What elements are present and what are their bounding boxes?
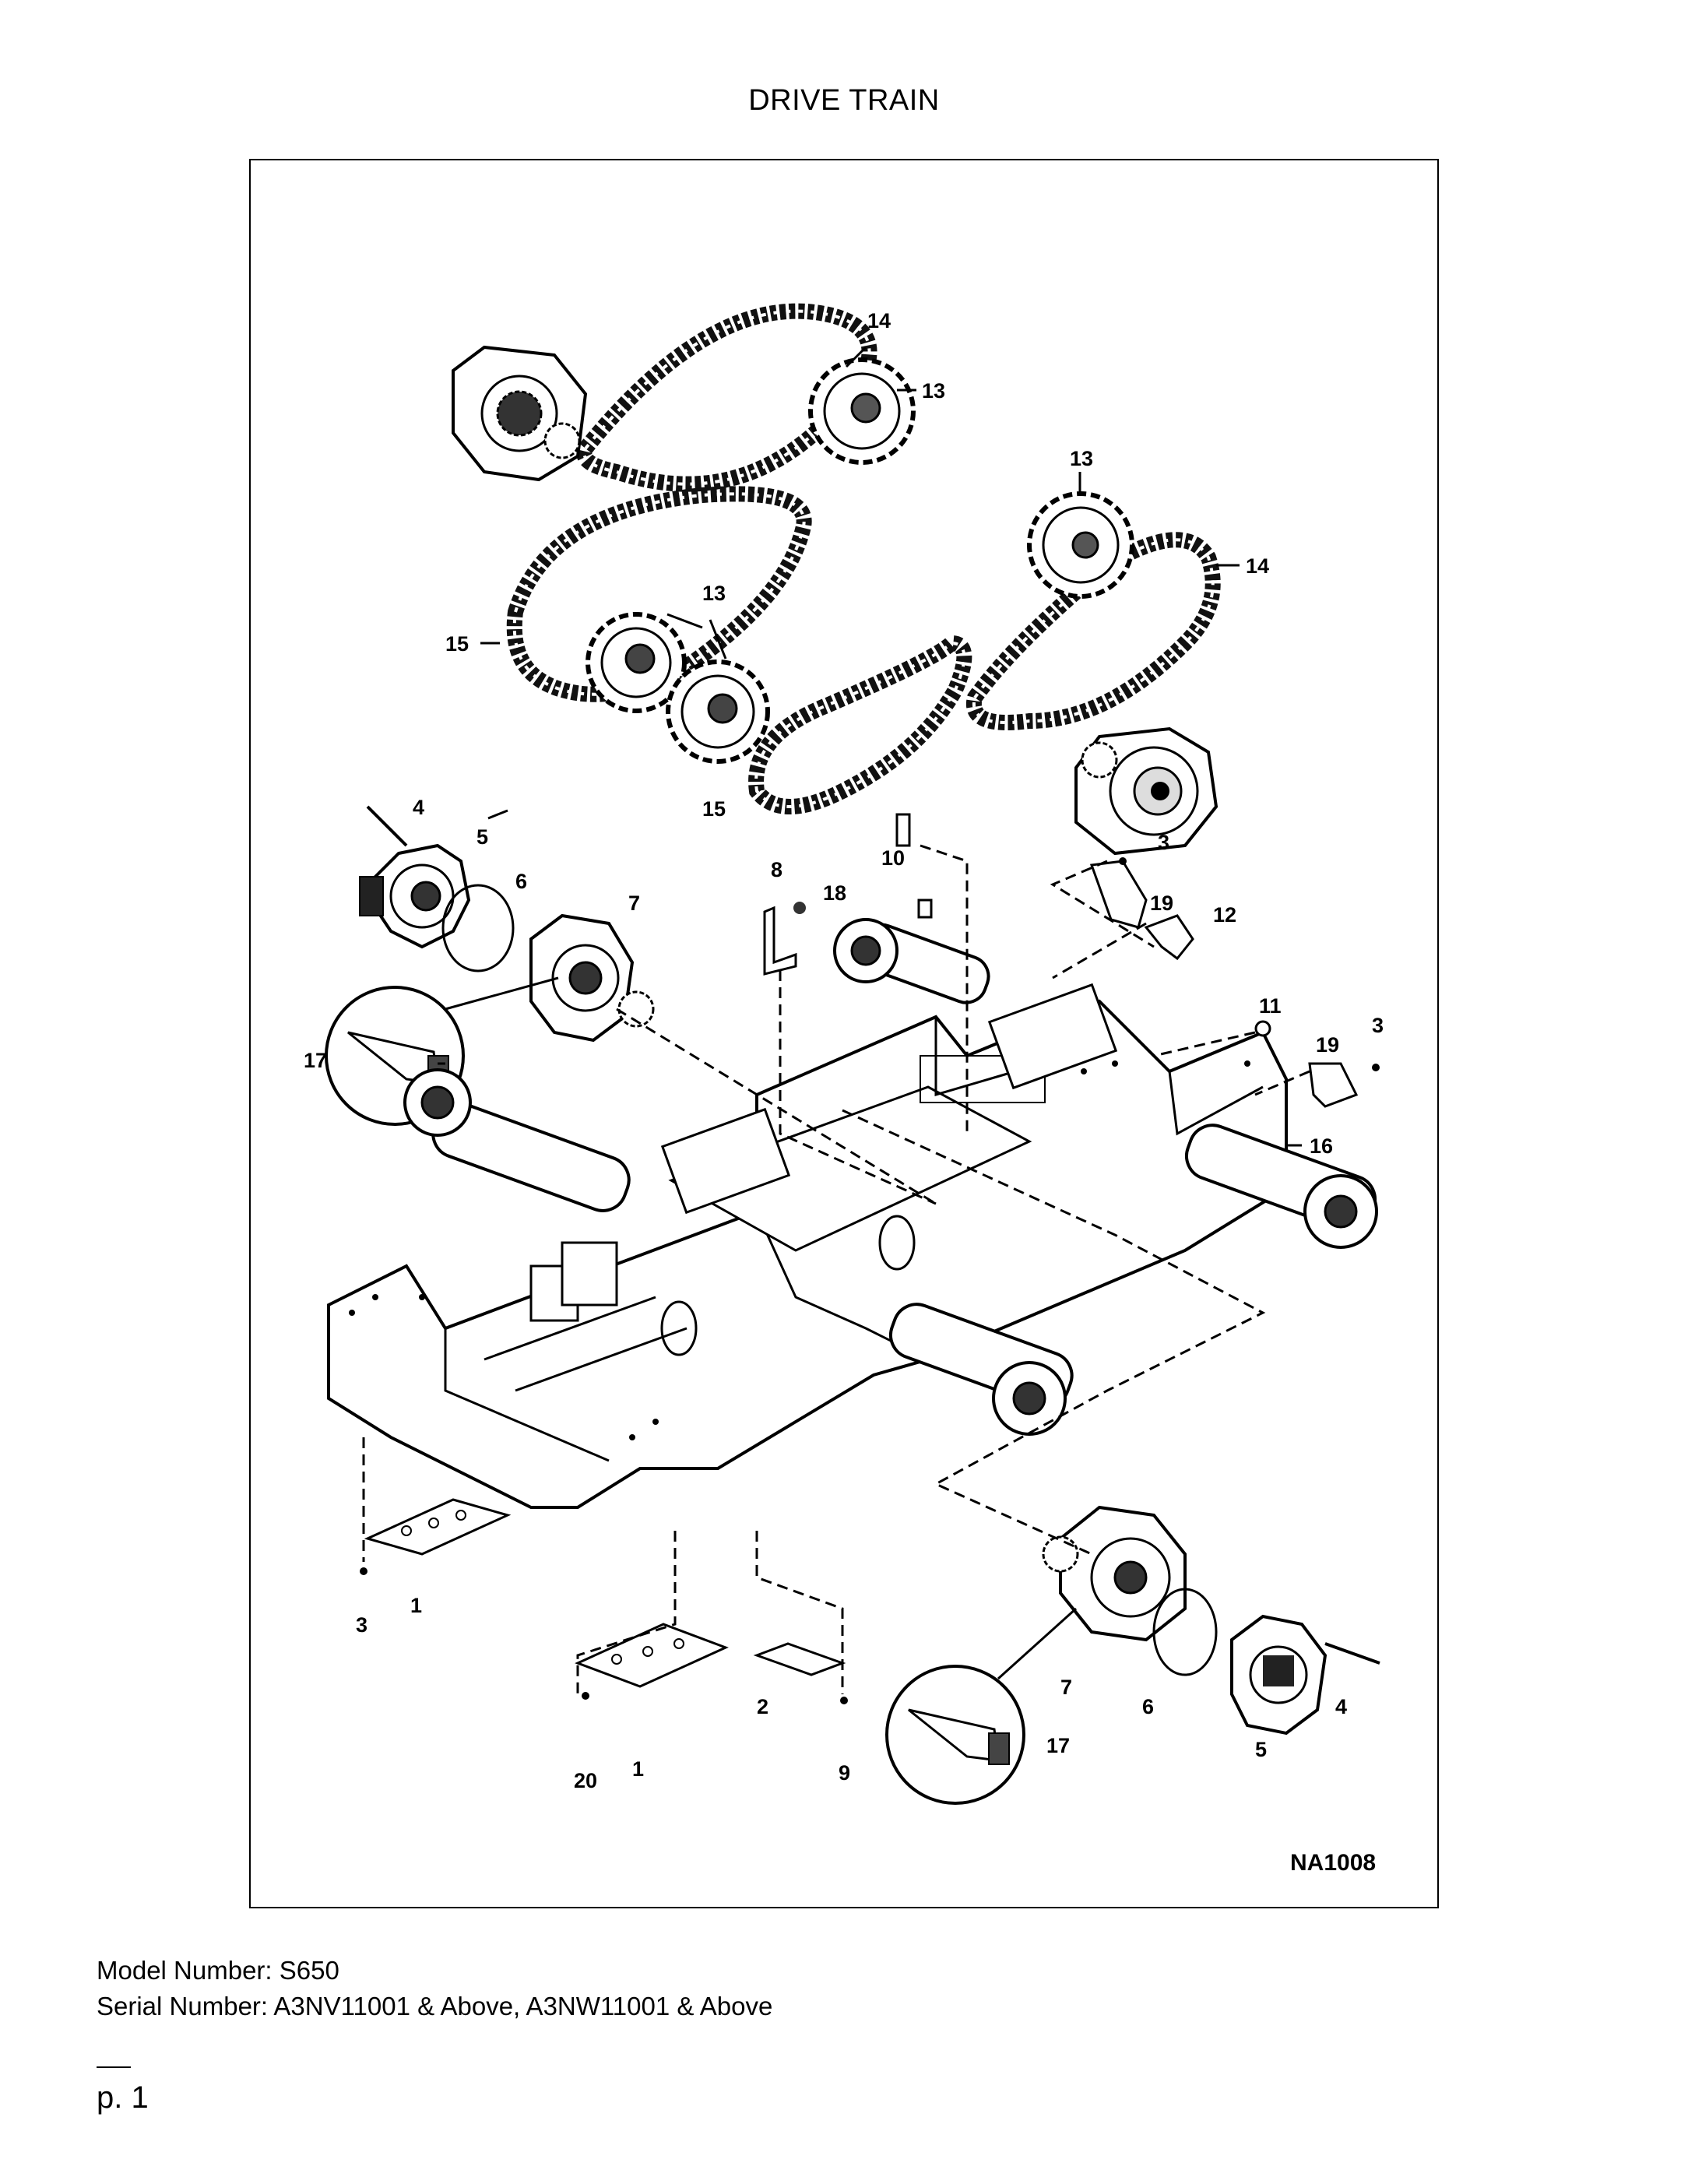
callout-12: 12 — [1213, 903, 1236, 927]
callout-3-upper: 3 — [1158, 831, 1169, 854]
callout-8: 8 — [771, 858, 782, 881]
axle-front-upper — [833, 918, 990, 1004]
bolt-lower-right — [1324, 1642, 1380, 1665]
page-title: DRIVE TRAIN — [748, 84, 940, 117]
alignment-lines — [362, 844, 1310, 1694]
screw-3-right — [1372, 1064, 1380, 1071]
drive-train-exploded-diagram: 14 13 13 14 13 15 15 4 5 6 7 17 8 18 10 … — [304, 303, 1384, 1876]
bolt-10 — [895, 813, 933, 919]
chain-middle-right — [748, 635, 972, 814]
sprocket-center-right — [666, 659, 770, 764]
chaincase-drive-right — [1074, 726, 1219, 856]
chain-upper-right — [965, 532, 1221, 730]
cover-plate-1-left — [364, 1498, 512, 1556]
callout-14-right: 14 — [1246, 554, 1269, 578]
clip-12 — [1144, 914, 1194, 961]
callout-5-upper: 5 — [477, 825, 488, 849]
plate-2 — [753, 1642, 846, 1676]
callout-16: 16 — [1310, 1134, 1333, 1158]
callout-1-left: 1 — [410, 1594, 422, 1617]
callout-13-right: 13 — [1070, 447, 1093, 470]
callout-19-right: 19 — [1316, 1033, 1339, 1057]
callout-3-right: 3 — [1372, 1014, 1384, 1037]
callout-6-upper: 6 — [515, 870, 527, 893]
sprocket-right-upper — [1027, 491, 1134, 599]
callout-17-upper: 17 — [304, 1049, 327, 1072]
bolt-18 — [793, 902, 806, 914]
page-divider — [97, 2066, 131, 2068]
callout-18: 18 — [823, 881, 846, 905]
callout-7-upper: 7 — [628, 892, 640, 915]
callout-9: 9 — [839, 1761, 850, 1785]
callout-4-lower: 4 — [1335, 1695, 1347, 1718]
page-number: p. 1 — [97, 2080, 149, 2115]
bracket-8 — [763, 906, 797, 976]
screw-3-upper — [1119, 857, 1127, 865]
callout-13-top: 13 — [922, 379, 945, 403]
sprocket-top — [808, 357, 916, 465]
callout-15-center: 15 — [702, 797, 726, 821]
cover-plate-19-upper — [1089, 860, 1148, 929]
axle-rear-right — [1185, 1124, 1378, 1249]
o-ring-upper-left — [441, 884, 515, 972]
model-number: Model Number: S650 — [97, 1956, 339, 1985]
callout-20: 20 — [574, 1769, 597, 1792]
callout-14-upper: 14 — [867, 309, 891, 332]
chain-middle-left — [506, 486, 812, 702]
callout-19-upper: 19 — [1150, 892, 1173, 915]
callout-3-lower: 3 — [356, 1613, 367, 1637]
cover-plate-1-center — [575, 1623, 729, 1688]
callout-17-lower: 17 — [1046, 1734, 1070, 1757]
gearbox-housing-lower-right — [1042, 1505, 1187, 1642]
drive-motor-lower-right — [1230, 1614, 1328, 1736]
screw-3-lower — [360, 1567, 367, 1575]
main-frame — [327, 983, 1288, 1509]
diagram-frame: 14 13 13 14 13 15 15 4 5 6 7 17 8 18 10 … — [249, 159, 1439, 1908]
serial-number: Serial Number: A3NV11001 & Above, A3NW11… — [97, 1992, 773, 2020]
grease-callout-lower — [885, 1607, 1078, 1805]
axle-rear-left — [403, 1068, 631, 1212]
drive-motor-upper-left — [359, 843, 471, 949]
screw-20 — [582, 1692, 589, 1700]
screw-9 — [840, 1697, 848, 1704]
callout-1-center: 1 — [632, 1757, 644, 1781]
callout-10: 10 — [881, 846, 905, 870]
sprocket-center-left — [586, 612, 687, 713]
callout-13-center: 13 — [702, 582, 726, 605]
bolt-upper-left — [366, 805, 408, 847]
gearbox-housing-upper-left — [529, 913, 655, 1043]
callout-6-lower: 6 — [1142, 1695, 1154, 1718]
nut-11 — [1254, 1020, 1271, 1037]
callout-5-lower: 5 — [1255, 1738, 1267, 1761]
axle-front-right — [889, 1303, 1074, 1436]
cover-plate-19-right — [1308, 1062, 1359, 1108]
callout-7-lower: 7 — [1060, 1676, 1072, 1699]
callout-11: 11 — [1259, 994, 1282, 1018]
callout-4-upper: 4 — [413, 796, 424, 819]
callout-2: 2 — [757, 1695, 768, 1718]
leader-lines — [438, 346, 1302, 1147]
callout-15-left: 15 — [445, 632, 469, 656]
o-ring-lower-right — [1152, 1588, 1218, 1676]
chaincase-drive-upper-left — [452, 345, 588, 482]
figure-code: NA1008 — [1290, 1850, 1376, 1876]
